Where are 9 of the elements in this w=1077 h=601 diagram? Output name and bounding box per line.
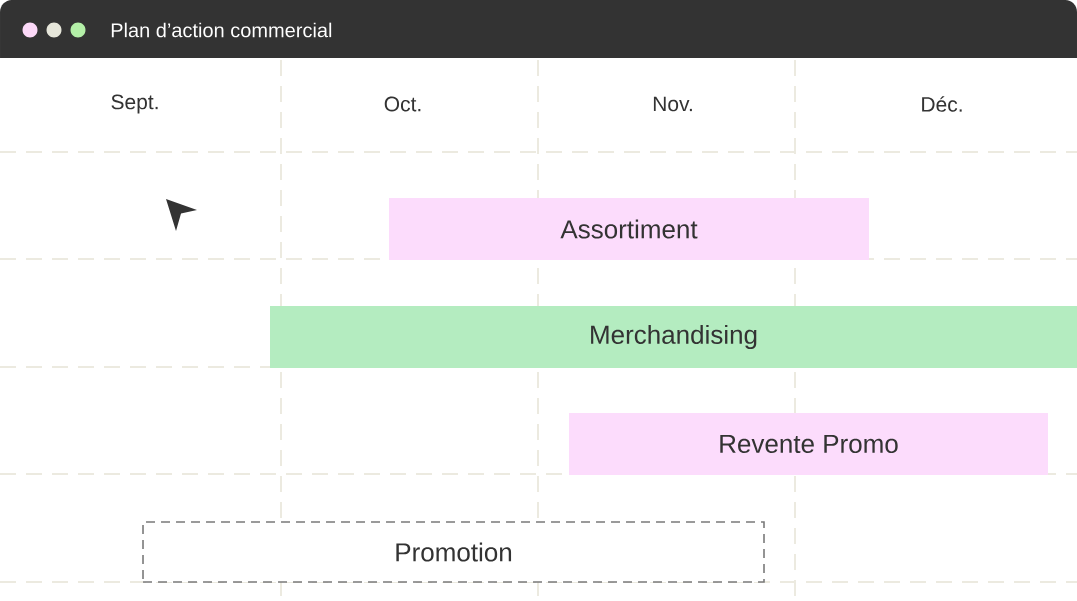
month-label: Déc. — [922, 96, 962, 112]
window-title: Plan d’action commercial — [111, 22, 332, 38]
task-bar: Merchandising — [270, 306, 1077, 368]
dashed-task-box: Promotion — [142, 521, 765, 583]
task-bar: Assortiment — [389, 198, 869, 260]
month-label: Oct. — [384, 96, 421, 112]
month-label: Nov. — [653, 96, 692, 112]
month-label: Sept. — [111, 94, 158, 114]
task-bar: Revente Promo — [569, 413, 1048, 475]
